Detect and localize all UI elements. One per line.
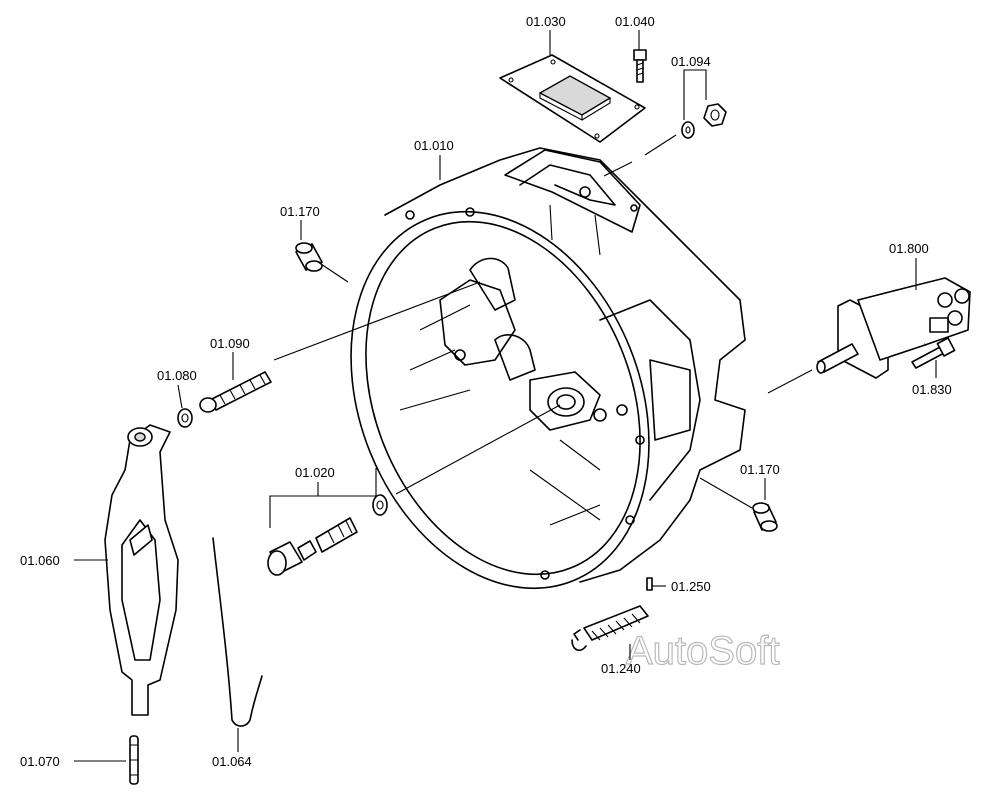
label-01170-right: 01.170: [740, 462, 780, 477]
label-01020: 01.020: [295, 465, 335, 480]
label-01830: 01.830: [912, 382, 952, 397]
label-01240: 01.240: [601, 661, 641, 676]
label-01064: 01.064: [212, 754, 252, 769]
cover-plate: [499, 54, 646, 143]
retaining-ring: [177, 408, 193, 428]
label-01080: 01.080: [157, 368, 197, 383]
fork-pin: [129, 735, 139, 785]
release-fork: [104, 424, 179, 716]
label-01030: 01.030: [526, 14, 566, 29]
cover-bolt: [633, 49, 647, 83]
watermark: AutoSoft: [626, 629, 779, 673]
bushing-right: [752, 502, 778, 532]
label-01010: 01.010: [414, 138, 454, 153]
pivot-pin: [199, 371, 272, 413]
actuator-bolt: [911, 337, 956, 369]
label-01094: 01.094: [671, 54, 711, 69]
leader-lines: [74, 30, 937, 762]
label-01800: 01.800: [889, 241, 929, 256]
spring-plate: [571, 605, 649, 652]
clutch-actuator: [816, 277, 971, 379]
clutch-housing: [350, 147, 746, 590]
washer-nut: [681, 103, 727, 139]
label-01040: 01.040: [615, 14, 655, 29]
bushing-left: [295, 242, 323, 272]
retaining-spring: [212, 537, 263, 727]
plate-screw: [646, 577, 653, 591]
label-01090: 01.090: [210, 336, 250, 351]
label-01060: 01.060: [20, 553, 60, 568]
label-01070: 01.070: [20, 754, 60, 769]
part-labels: 01.010 01.030 01.040 01.094 01.170 01.17…: [20, 14, 952, 769]
label-01250: 01.250: [671, 579, 711, 594]
guide-bolt: [267, 494, 388, 576]
label-01170-left: 01.170: [280, 204, 320, 219]
